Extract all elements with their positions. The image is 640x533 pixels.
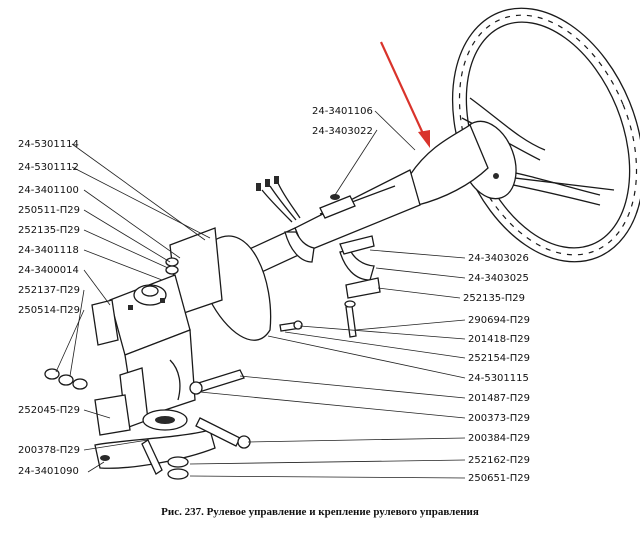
leader-lines-right: [189, 249, 466, 479]
part-label: 200373-П29: [468, 413, 530, 424]
steering-gear-box: [91, 274, 196, 431]
part-label: 24-5301114: [18, 139, 79, 150]
part-label: 200384-П29: [468, 433, 530, 444]
part-label: 24-5301115: [468, 373, 529, 384]
part-label: 24-3400014: [18, 265, 79, 276]
part-label: 24-3401118: [18, 245, 79, 256]
leader-lines-left: [55, 143, 211, 473]
part-label: 252154-П29: [468, 353, 530, 364]
part-label: 24-3403025: [468, 273, 529, 284]
part-label: 250511-П29: [18, 205, 80, 216]
part-label: 252135-П29: [18, 225, 80, 236]
part-label: 252137-П29: [18, 285, 80, 296]
part-label: 201418-П29: [468, 334, 530, 345]
part-label: 24-3401100: [18, 185, 79, 196]
fasteners: [44, 257, 357, 480]
mounting-flange: [169, 227, 272, 341]
part-label: 24-3401090: [18, 466, 79, 477]
part-label: 252135-П29: [463, 293, 525, 304]
labels-left: 24-5301114 24-5301112 24-3401100 250511-…: [18, 139, 80, 477]
part-label: 24-5301112: [18, 162, 79, 173]
labels-top: 24-3401106 24-3403022: [312, 106, 373, 137]
part-label: 290694-П29: [468, 315, 530, 326]
pitman-bracket: [94, 394, 216, 469]
part-label: 24-3403026: [468, 253, 529, 264]
leader-lines-top: [334, 110, 416, 196]
red-arrow-icon: [380, 41, 430, 148]
column-clamp: [284, 231, 381, 299]
part-label: 24-3401106: [312, 106, 373, 117]
labels-right: 24-3403026 24-3403025 252135-П29 290694-…: [463, 253, 530, 484]
part-label: 252045-П29: [18, 405, 80, 416]
part-label: 252162-П29: [468, 455, 530, 466]
part-label: 24-3403022: [312, 126, 373, 137]
part-label: 250651-П29: [468, 473, 530, 484]
figure-caption: Рис. 237. Рулевое управление и крепление…: [161, 506, 479, 518]
part-label: 201487-П29: [468, 393, 530, 404]
part-label: 200378-П29: [18, 445, 80, 456]
part-label: 250514-П29: [18, 305, 80, 316]
